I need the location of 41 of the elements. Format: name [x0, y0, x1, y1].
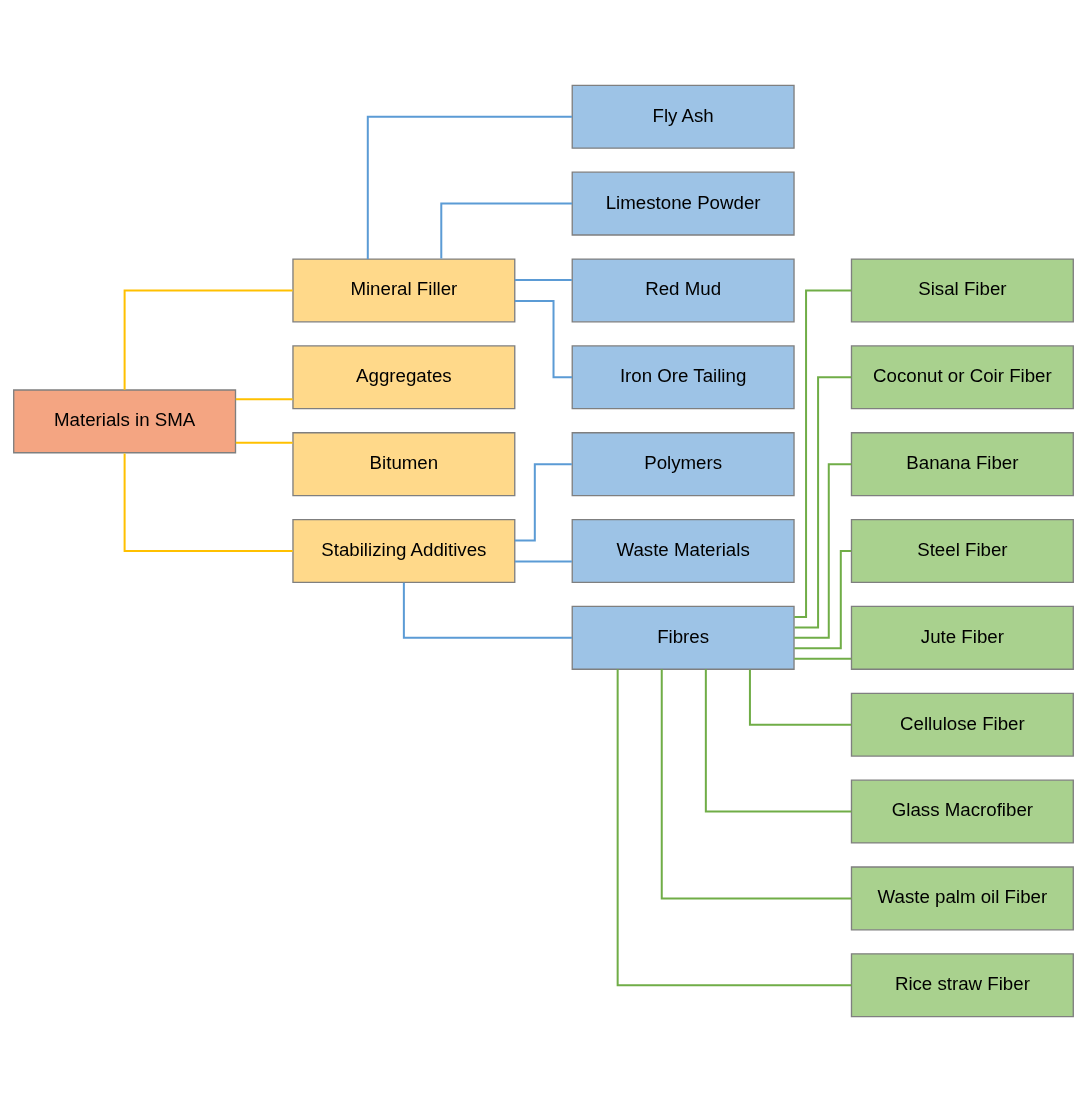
connector: [514, 279, 573, 281]
connector: [793, 376, 853, 629]
connector: [748, 668, 853, 726]
connector: [616, 668, 853, 987]
node-box: Jute Fiber: [850, 605, 1074, 670]
node-box: Bitumen: [292, 432, 516, 497]
node-box: Sisal Fiber: [850, 258, 1074, 323]
connector: [234, 398, 294, 401]
node-box: Aggregates: [292, 345, 516, 410]
node-box: Waste Materials: [571, 518, 795, 584]
connector: [366, 115, 573, 260]
connector: [402, 581, 573, 639]
node-box: Steel Fiber: [850, 518, 1074, 584]
node-box: Banana Fiber: [850, 432, 1074, 497]
node-box: Limestone Powder: [571, 171, 795, 236]
connector: [793, 550, 853, 650]
node-box: Fly Ash: [571, 84, 795, 149]
connector: [513, 463, 573, 542]
node-box: Polymers: [571, 432, 795, 497]
connector: [704, 668, 853, 813]
node-box: Stabilizing Additives: [292, 518, 516, 584]
connector: [514, 299, 574, 379]
node-box: Mineral Filler: [292, 258, 516, 323]
connector: [793, 657, 853, 660]
node-box: Materials in SMA: [13, 389, 237, 454]
node-box: Glass Macrofiber: [850, 779, 1074, 844]
connector: [123, 452, 294, 552]
connector: [440, 202, 574, 260]
node-box: Cellulose Fiber: [850, 692, 1074, 757]
connector: [793, 463, 853, 639]
connector: [793, 289, 853, 618]
node-box: Red Mud: [571, 258, 795, 323]
connector: [514, 560, 573, 563]
connector: [123, 289, 294, 391]
connector: [234, 441, 294, 444]
node-box: Fibres: [571, 605, 795, 670]
node-box: Iron Ore Tailing: [571, 345, 795, 410]
connector: [660, 668, 853, 900]
node-box: Waste palm oil Fiber: [850, 866, 1074, 931]
node-box: Coconut or Coir Fiber: [850, 345, 1074, 410]
node-box: Rice straw Fiber: [850, 953, 1074, 1018]
